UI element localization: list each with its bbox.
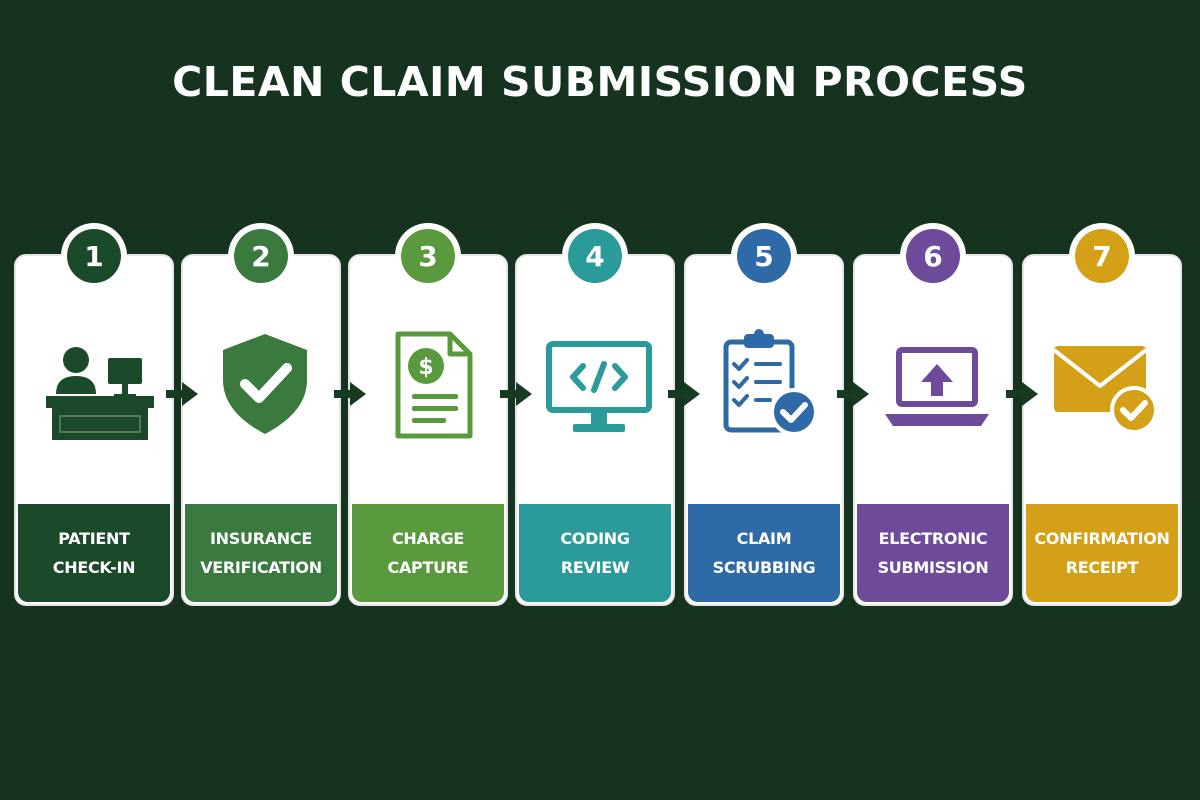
step-label: ELECTRONIC SUBMISSION <box>877 529 989 577</box>
step-label-band: INSURANCE VERIFICATION <box>185 504 337 602</box>
step-number: 1 <box>67 229 121 283</box>
step-number: 6 <box>906 229 960 283</box>
step-label: CLAIM SCRUBBING <box>712 529 816 577</box>
step-card: CONFIRMATION RECEIPT <box>1022 254 1182 606</box>
step-number: 4 <box>568 229 622 283</box>
step-label-band: PATIENT CHECK-IN <box>18 504 170 602</box>
step-number-badge: 3 <box>395 223 461 289</box>
step-card: ELECTRONIC SUBMISSION <box>853 254 1013 606</box>
step-number: 7 <box>1075 229 1129 283</box>
step-card: INSURANCE VERIFICATION <box>181 254 341 606</box>
step-card: CODING REVIEW <box>515 254 675 606</box>
monitor-code-icon <box>543 328 655 440</box>
step-number-badge: 2 <box>228 223 294 289</box>
step-card-body: ELECTRONIC SUBMISSION <box>857 258 1009 602</box>
step-number-badge: 7 <box>1069 223 1135 289</box>
step-card: $ CHARGE CAPTURE <box>348 254 508 606</box>
step-number: 2 <box>234 229 288 283</box>
step-label-band: CONFIRMATION RECEIPT <box>1026 504 1178 602</box>
step-label: PATIENT CHECK-IN <box>52 529 136 577</box>
page-title: CLEAN CLAIM SUBMISSION PROCESS <box>172 58 1028 106</box>
step-card-body: INSURANCE VERIFICATION <box>185 258 337 602</box>
step-label: CONFIRMATION RECEIPT <box>1034 529 1170 577</box>
front-desk-icon <box>42 328 154 440</box>
step-card-body: PATIENT CHECK-IN <box>18 258 170 602</box>
step-label: CODING REVIEW <box>560 529 630 577</box>
step-label-band: CLAIM SCRUBBING <box>688 504 840 602</box>
step-number-badge: 6 <box>900 223 966 289</box>
step-number-badge: 1 <box>61 223 127 289</box>
step-number-badge: 5 <box>731 223 797 289</box>
step-label-band: ELECTRONIC SUBMISSION <box>857 504 1009 602</box>
step-card-body: $ CHARGE CAPTURE <box>352 258 504 602</box>
step-card: CLAIM SCRUBBING <box>684 254 844 606</box>
clipboard-check-icon <box>712 328 824 440</box>
arrow-right-icon <box>500 380 532 408</box>
envelope-check-icon <box>1050 328 1162 440</box>
arrow-right-icon <box>166 380 198 408</box>
svg-text:$: $ <box>418 355 433 380</box>
step-card-body: CLAIM SCRUBBING <box>688 258 840 602</box>
invoice-dollar-icon: $ <box>376 328 488 440</box>
arrow-right-icon <box>334 380 366 408</box>
step-label-band: CODING REVIEW <box>519 504 671 602</box>
arrow-right-icon <box>837 380 869 408</box>
step-card-body: CODING REVIEW <box>519 258 671 602</box>
laptop-upload-icon <box>881 328 993 440</box>
arrow-right-icon <box>668 380 700 408</box>
arrow-right-icon <box>1006 380 1038 408</box>
step-card: PATIENT CHECK-IN <box>14 254 174 606</box>
shield-check-icon <box>209 328 321 440</box>
step-card-body: CONFIRMATION RECEIPT <box>1026 258 1178 602</box>
step-number: 5 <box>737 229 791 283</box>
step-number-badge: 4 <box>562 223 628 289</box>
step-label: CHARGE CAPTURE <box>387 529 469 577</box>
step-number: 3 <box>401 229 455 283</box>
step-label: INSURANCE VERIFICATION <box>200 529 322 577</box>
step-label-band: CHARGE CAPTURE <box>352 504 504 602</box>
